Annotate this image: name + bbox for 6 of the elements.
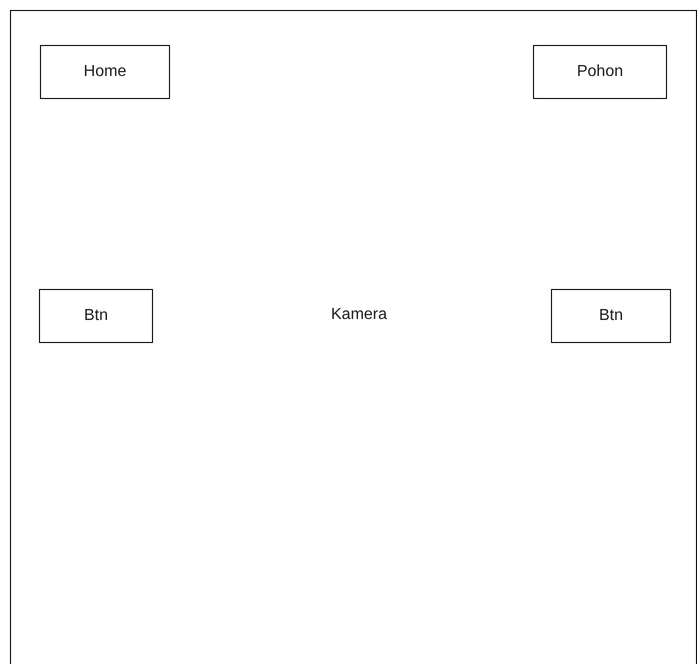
wireframe-button: Btn xyxy=(551,289,671,343)
wireframe-button: Btn xyxy=(39,289,153,343)
menu-button: Pohon xyxy=(533,45,667,99)
menu-button: Home xyxy=(40,45,170,99)
screen-frame xyxy=(10,10,697,664)
placeholder-text: Kamera xyxy=(331,306,388,324)
